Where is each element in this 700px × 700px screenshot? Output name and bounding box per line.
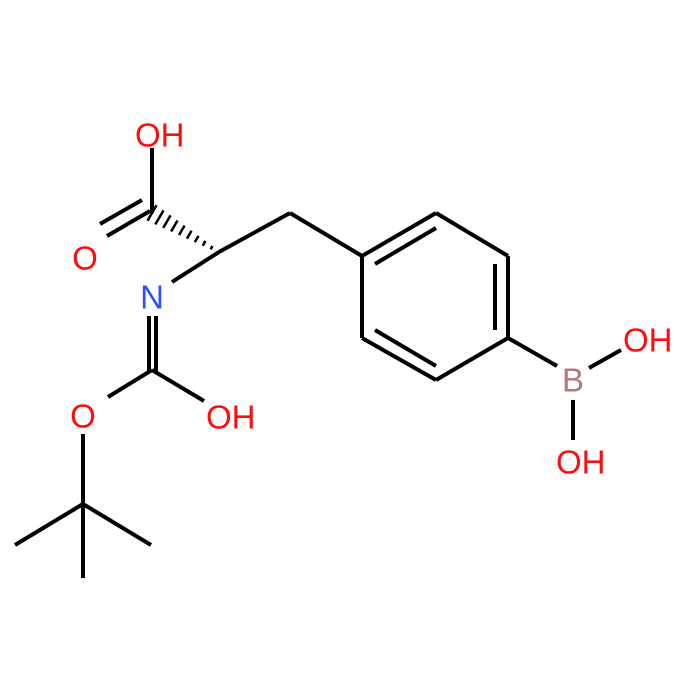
bond-alpha-ch2 <box>218 211 291 254</box>
stereo-hash-line <box>162 214 172 229</box>
bond-tbu-methyl-right <box>81 502 153 547</box>
stereo-hash-line <box>154 209 165 225</box>
stereo-hash-line <box>201 240 207 247</box>
bond-layer <box>13 148 622 578</box>
atom-label-boron-hydroxyl-lower: OH <box>556 444 606 481</box>
atom-label-acid-hydroxyl: OH <box>135 117 185 154</box>
bond-ring-boron <box>507 336 558 368</box>
atom-label-carbamate-hydroxyl: OH <box>206 399 256 436</box>
stereo-hash-line <box>146 204 158 222</box>
bond-acid-c-o-double-outer <box>105 209 152 238</box>
bond-ring-1 <box>360 211 438 258</box>
atom-label-carbonyl-oxygen: O <box>72 240 98 277</box>
bond-carbamate-c-o <box>106 368 154 399</box>
atom-label-amine-nitrogen: N <box>140 279 164 316</box>
stereo-hash-line <box>185 230 193 240</box>
bond-boron-oh-upper <box>588 348 622 370</box>
atom-label-boron: B <box>562 362 584 399</box>
bond-ring-4 <box>434 336 510 382</box>
bond-ring-inner-3 <box>373 328 438 368</box>
stereo-hash-line <box>209 245 214 250</box>
bond-alpha-n <box>170 250 221 284</box>
bond-ch2-ring <box>288 211 364 258</box>
bond-ring-5 <box>361 336 437 382</box>
bond-ring-2 <box>434 211 510 258</box>
stereo-hash-line <box>170 219 179 233</box>
atom-label-boron-hydroxyl-upper: OH <box>623 322 673 359</box>
atom-label-layer: OH O N OH O B OH OH <box>70 117 672 481</box>
stereo-hash-line <box>177 224 186 236</box>
atom-label-ester-oxygen: O <box>70 398 96 435</box>
stereo-hash-line <box>193 235 200 243</box>
stereo-bond-layer <box>146 204 214 250</box>
bond-acid-c-o-double-inner <box>99 198 143 226</box>
bond-ring-inner-1 <box>373 226 438 266</box>
bond-tbu-methyl-left <box>13 502 85 547</box>
bond-carbamate-c-oh <box>150 368 206 403</box>
